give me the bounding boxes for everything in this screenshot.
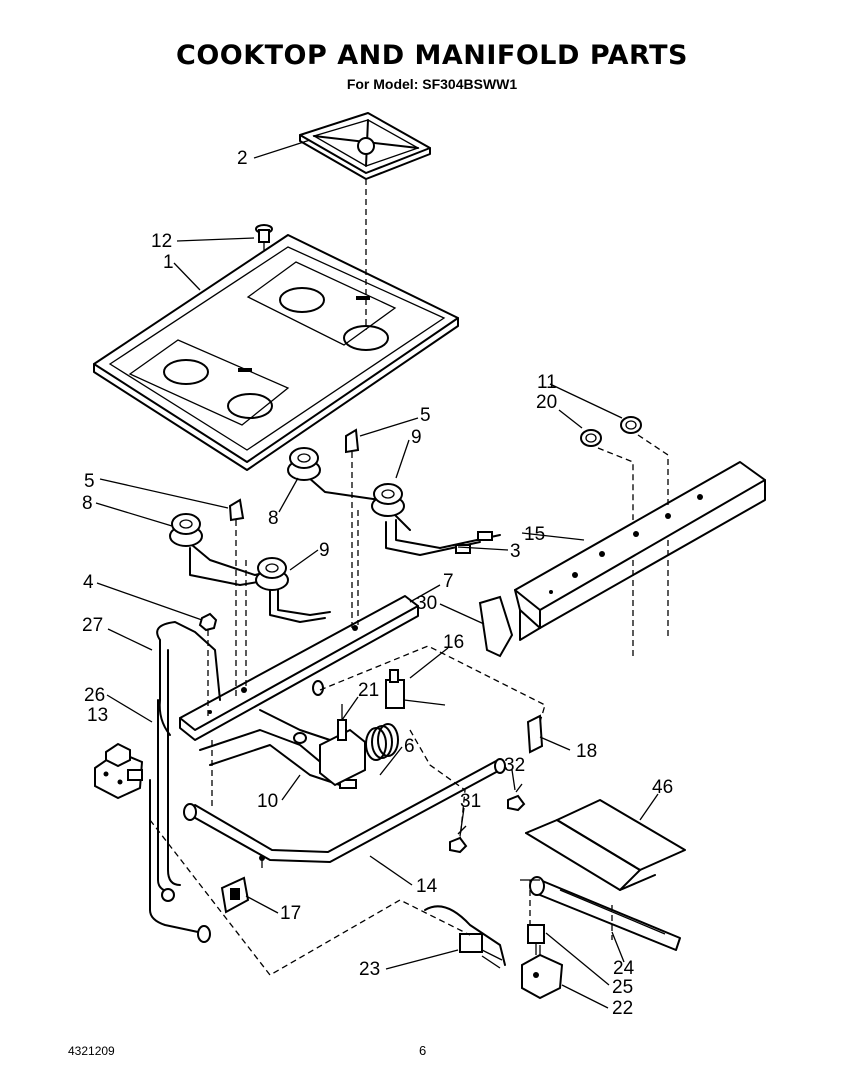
screw-part-31 (449, 825, 468, 854)
callout-26: 26 (84, 685, 105, 706)
screw-part-12 (255, 224, 273, 250)
knob-part-11 (620, 416, 642, 434)
callout-4: 4 (83, 572, 94, 593)
burner-grate-part-2 (299, 112, 431, 180)
callout-20: 20 (536, 392, 557, 413)
callout-25: 25 (612, 977, 633, 998)
callout-17: 17 (280, 903, 301, 924)
callout-8-front: 8 (82, 493, 93, 514)
bracket-part-18 (526, 714, 544, 754)
knob-part-20 (580, 429, 602, 447)
callout-8-rear: 8 (268, 508, 279, 529)
callout-12: 12 (151, 231, 172, 252)
callout-5-front: 5 (84, 471, 95, 492)
knob-20-dashed-guide (597, 447, 634, 520)
rear-burner-assembly (287, 428, 501, 556)
callout-21: 21 (358, 680, 379, 701)
callout-10: 10 (257, 791, 278, 812)
callout-16: 16 (443, 632, 464, 653)
front-burner-assembly (169, 498, 331, 623)
callout-2: 2 (237, 148, 248, 169)
callout-46: 46 (652, 777, 673, 798)
clip-part-30 (478, 595, 514, 658)
orifice-part-25 (527, 924, 545, 955)
callout-13: 13 (87, 705, 108, 726)
gas-tube-part-27 (156, 621, 221, 893)
igniter-part-23 (424, 905, 506, 969)
valve-part-21 (319, 704, 366, 787)
cooktop-part-1 (93, 234, 459, 471)
callout-32: 32 (504, 755, 525, 776)
callout-1: 1 (163, 252, 174, 273)
page-title: COOKTOP AND MANIFOLD PARTS (176, 40, 688, 71)
knob-11-dashed-guide (637, 434, 669, 505)
burner-bracket-part-7 (179, 595, 419, 741)
callout-31: 31 (460, 791, 481, 812)
model-subtitle: For Model: SF304BSWW1 (346, 76, 518, 92)
callout-14: 14 (416, 876, 438, 897)
callout-18: 18 (576, 741, 597, 762)
callout-6: 6 (404, 736, 415, 757)
document-number: 4321209 (68, 1044, 115, 1058)
callout-30: 30 (416, 593, 437, 614)
thermostat-line-part-10 (199, 680, 357, 789)
spring-part-6 (365, 723, 399, 761)
callout-15: 15 (524, 524, 545, 545)
valve-part-22 (521, 945, 564, 1000)
heat-shield-part-46 (525, 799, 686, 891)
callout-7: 7 (443, 571, 454, 592)
regulator-part-13 (94, 742, 144, 800)
manifold-pipe-part-14 (183, 758, 506, 868)
callout-22: 22 (612, 998, 633, 1019)
screw-part-32 (507, 783, 526, 812)
callout-23: 23 (359, 959, 380, 980)
valve-dashed-outline (319, 645, 546, 723)
leader-lines (95, 139, 659, 1009)
callout-9-rear: 9 (411, 427, 422, 448)
valve-dashed-guide (409, 729, 466, 841)
lower-dashed-outline (149, 780, 471, 976)
burner-tube-part-24 (520, 876, 681, 951)
callout-24: 24 (613, 958, 635, 979)
valve-part-16 (385, 669, 446, 709)
callout-labels: 2 12 1 5 9 8 5 8 9 11 20 15 3 4 7 30 27 … (82, 148, 673, 1019)
callout-9-front: 9 (319, 540, 330, 561)
callout-3: 3 (510, 541, 521, 562)
callout-5-rear: 5 (420, 405, 431, 426)
bracket-part-17 (220, 876, 250, 914)
nut-part-4 (198, 612, 218, 632)
page-number: 6 (419, 1043, 427, 1058)
supply-line-part-26 (149, 779, 211, 943)
manifold-bracket-part-15 (514, 461, 766, 641)
callout-11: 11 (537, 372, 557, 393)
callout-27: 27 (82, 615, 103, 636)
